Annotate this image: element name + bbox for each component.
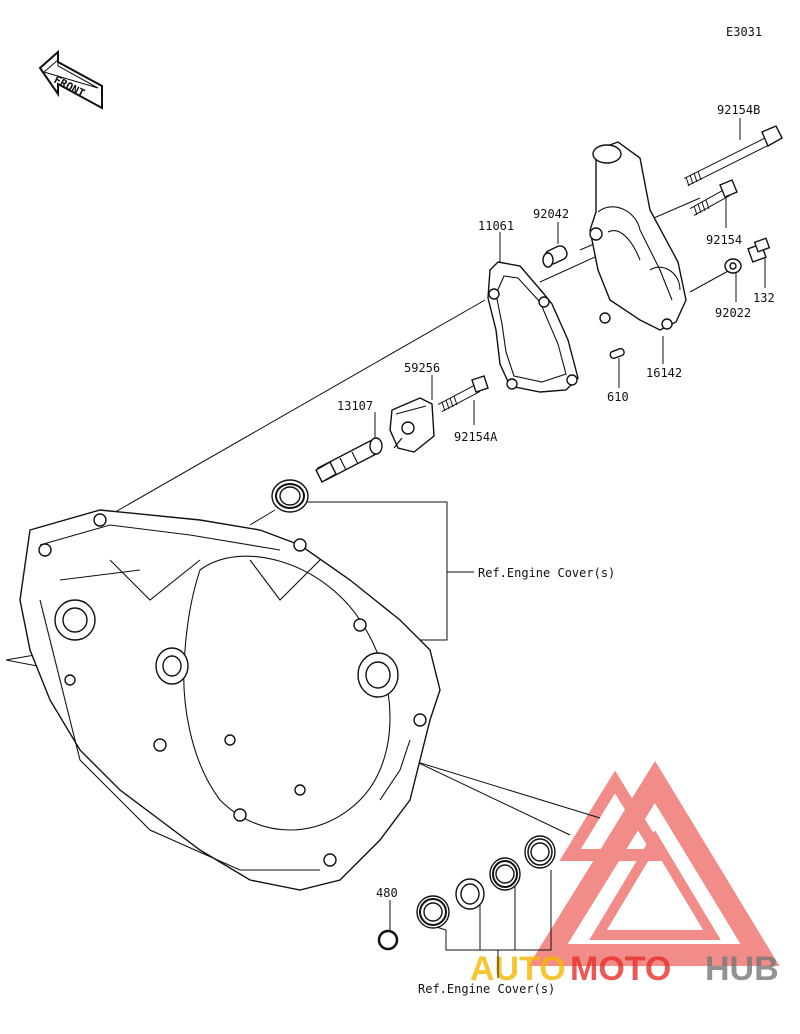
pin-610 [609,347,625,360]
label-11061: 11061 [478,219,514,233]
plug-132 [747,237,771,263]
watermark-text: AUTO MOTO HUB [470,950,779,988]
label-132: 132 [753,291,775,305]
label-59256: 59256 [404,361,440,375]
label-480: 480 [376,886,398,900]
watermark-logo [528,760,780,966]
bolt-92154a [437,375,489,412]
bearing-lower-1 [416,895,450,929]
washer-92022 [724,258,742,274]
seal-lower-2 [455,878,485,910]
collar-92042 [542,245,568,268]
label-92154a: 92154A [454,430,498,444]
ref-engine-cover-upper: Ref.Engine Cover(s) [478,566,615,580]
seal-upper [271,479,309,513]
impeller-59256 [389,397,435,453]
gasket-11061 [487,261,579,393]
label-610: 610 [607,390,629,404]
circlip-480 [377,929,399,951]
bearing-lower-3 [489,857,521,891]
watermark-text-auto: AUTO [470,950,566,988]
watermark-text-moto: MOTO [570,950,671,988]
water-pump-cover-16142 [589,141,687,331]
bolt-92154b [683,125,783,187]
watermark-text-hub: HUB [705,950,779,988]
label-92022: 92022 [715,306,751,320]
bolt-92154 [689,179,738,216]
shaft-13107 [315,437,383,483]
label-92042: 92042 [533,207,569,221]
diagram-code: E3031 [726,25,762,39]
label-13107: 13107 [337,399,373,413]
front-arrow-icon: FRONT [38,49,103,110]
ref-engine-cover-lower: Ref.Engine Cover(s) [418,982,555,996]
seal-lower-4 [524,835,556,869]
label-92154b: 92154B [717,103,760,117]
engine-cover [19,509,441,891]
label-16142: 16142 [646,366,682,380]
label-92154: 92154 [706,233,742,247]
